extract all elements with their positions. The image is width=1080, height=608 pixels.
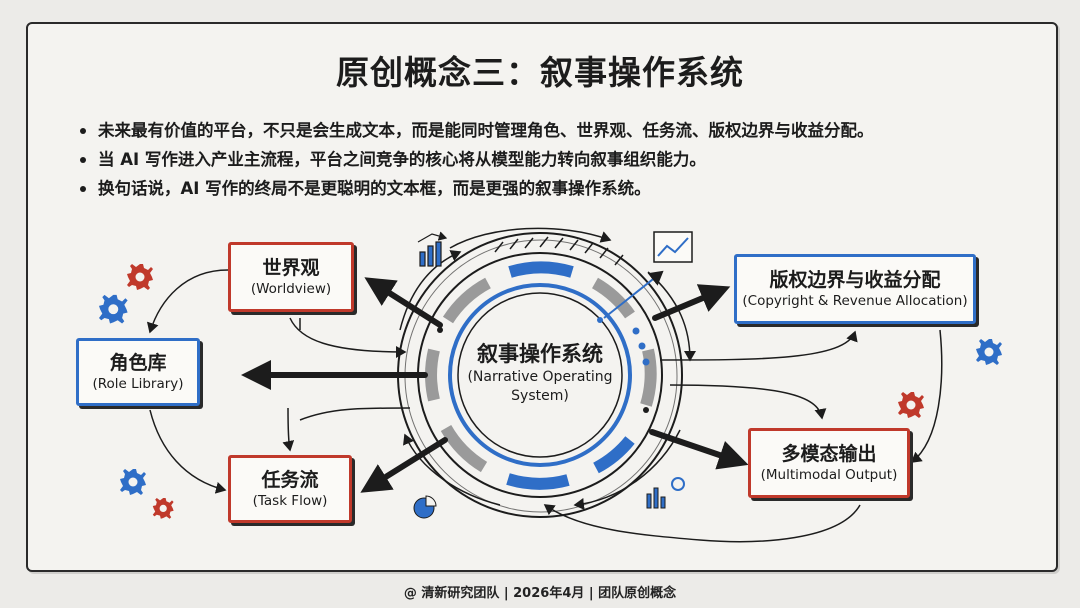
gear-icon [976, 339, 1002, 365]
gear-icon [120, 469, 146, 495]
bullet-list: 未来最有价值的平台，不只是会生成文本，而是能同时管理角色、世界观、任务流、版权边… [78, 116, 874, 203]
gear-icon [127, 264, 153, 290]
hub-orbit-arrows [399, 227, 696, 510]
hub-main-arrows [241, 277, 749, 493]
slide-title: 原创概念三：叙事操作系统 [336, 53, 744, 92]
gear-icon [152, 498, 174, 519]
pie-chart-icon [413, 495, 437, 519]
footer-credit: @ 清新研究团队 | 2026年4月 | 团队原创概念 [403, 586, 677, 601]
node-title: 版权边界与收益分配 [769, 268, 941, 291]
bullet-item: 当 AI 写作进入产业主流程，平台之间竞争的核心将从模型能力转向叙事组织能力。 [78, 145, 874, 174]
line-chart-icon [653, 231, 693, 263]
gear-icon [99, 294, 128, 324]
gear-icon [898, 392, 924, 418]
node-task-flow: 任务流 (Task Flow) [228, 455, 352, 523]
bullet-item: 未来最有价值的平台，不只是会生成文本，而是能同时管理角色、世界观、任务流、版权边… [78, 116, 874, 145]
node-subtitle: (Copyright & Revenue Allocation) [742, 292, 968, 309]
analytics-icon [646, 477, 685, 509]
node-copyright-revenue: 版权边界与收益分配 (Copyright & Revenue Allocatio… [734, 254, 976, 324]
node-role-library: 角色库 (Role Library) [76, 338, 200, 406]
node-subtitle: (Role Library) [92, 375, 184, 392]
bar-chart-icon [417, 231, 448, 267]
node-multimodal-output: 多模态输出 (Multimodal Output) [748, 428, 910, 498]
center-subtitle-line2: System) [511, 388, 569, 404]
node-title: 任务流 [261, 468, 319, 491]
node-subtitle: (Task Flow) [252, 492, 328, 509]
node-connectors [146, 269, 943, 543]
node-worldview: 世界观 (Worldview) [228, 242, 354, 312]
center-hub-label: 叙事操作系统 (Narrative Operating System) [440, 340, 640, 406]
node-title: 角色库 [109, 351, 167, 374]
node-subtitle: (Multimodal Output) [760, 466, 898, 483]
node-subtitle: (Worldview) [250, 280, 332, 297]
center-subtitle-line1: (Narrative Operating [467, 369, 613, 385]
node-title: 多模态输出 [781, 442, 877, 465]
node-title: 世界观 [262, 256, 320, 279]
center-title: 叙事操作系统 [477, 342, 603, 366]
bullet-item: 换句话说，AI 写作的终局不是更聪明的文本框，而是更强的叙事操作系统。 [78, 174, 874, 203]
